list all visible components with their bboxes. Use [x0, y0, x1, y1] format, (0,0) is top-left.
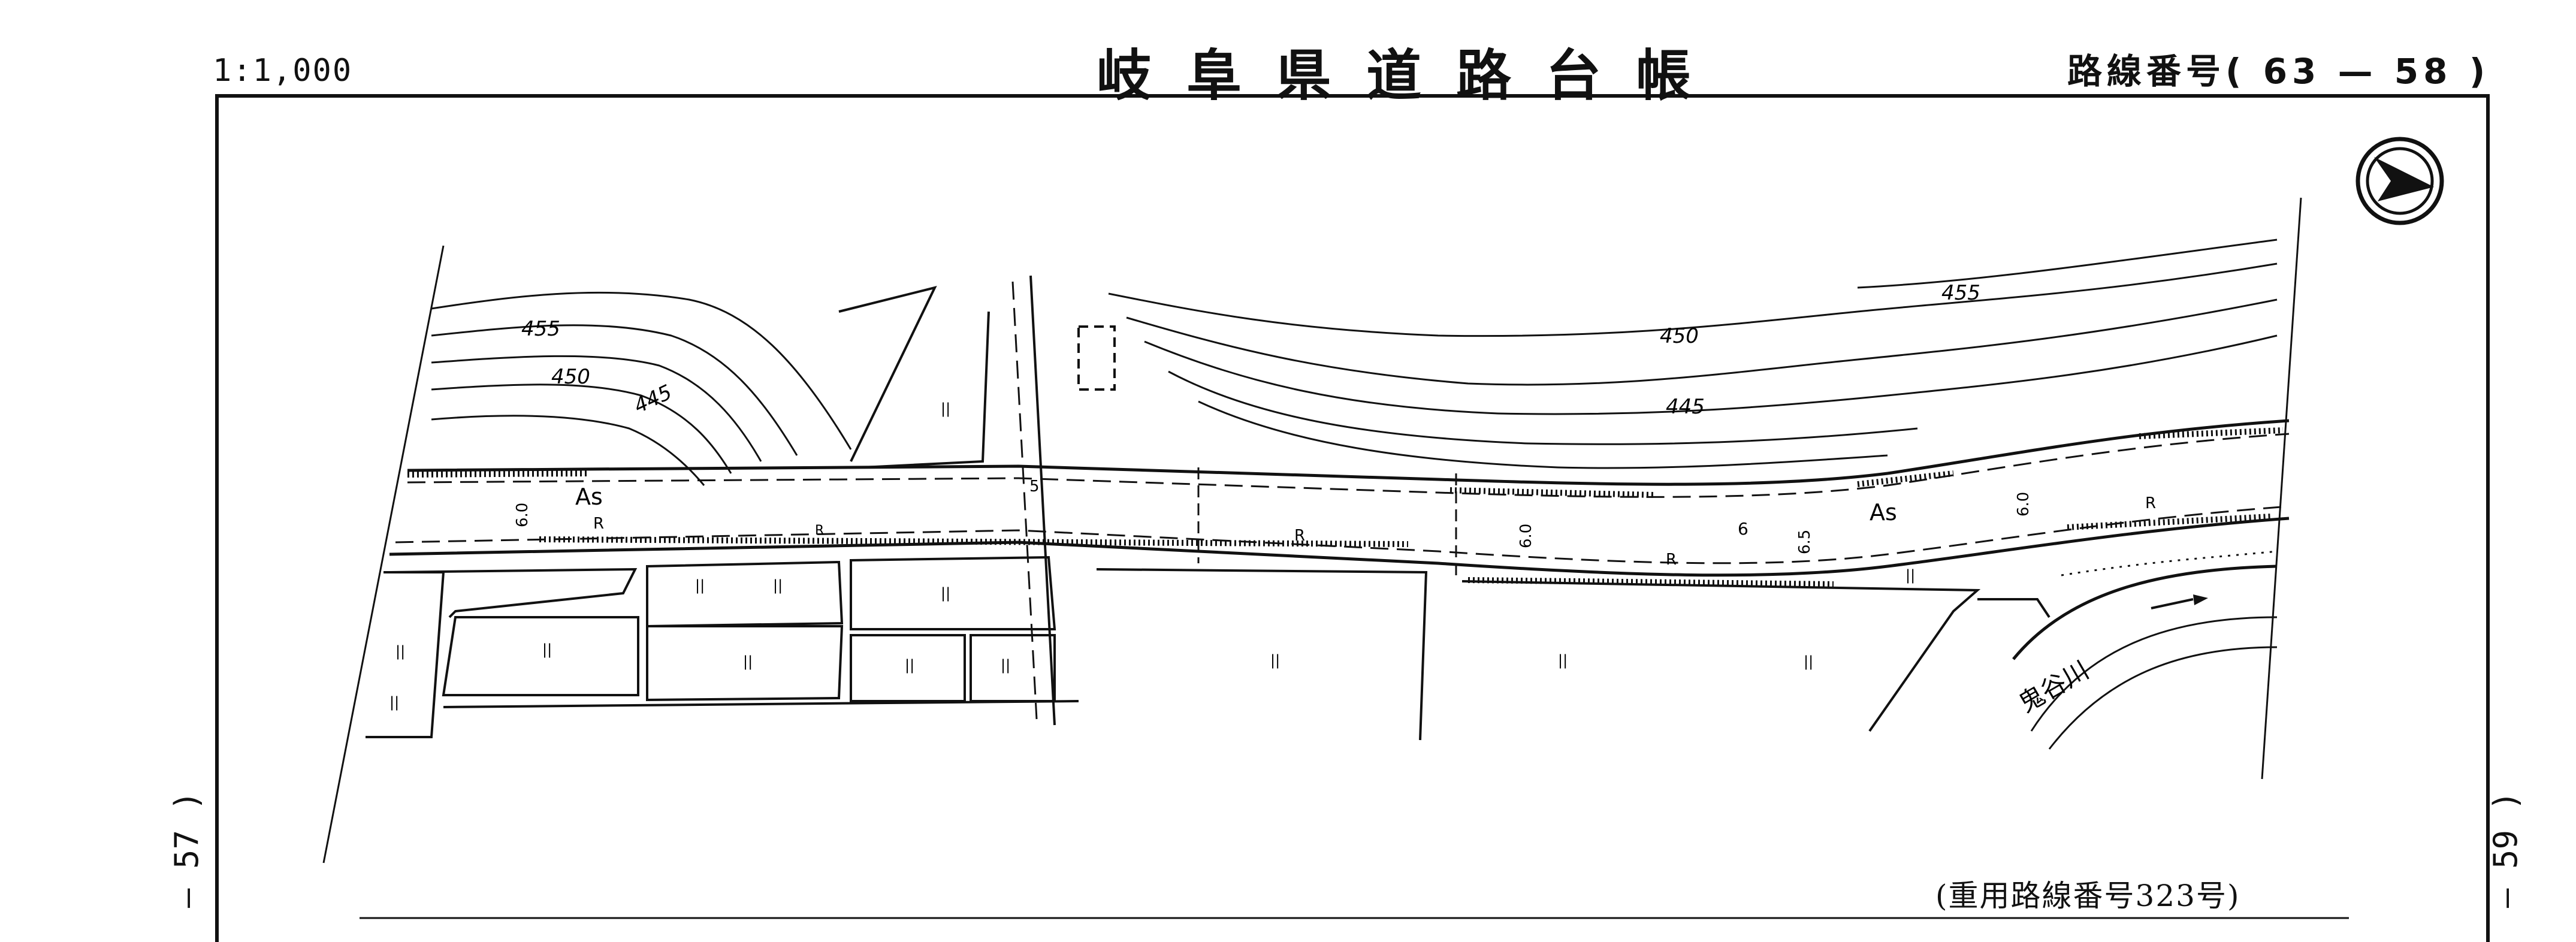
flow-arrow-icon	[2151, 594, 2208, 609]
road-mark: R	[815, 523, 824, 538]
field-mark: ||	[389, 694, 399, 711]
field-mark: ||	[542, 641, 552, 658]
contour-label: 455	[1941, 281, 1980, 305]
pavement-label: As	[575, 484, 603, 510]
field-mark: ||	[941, 400, 950, 417]
road-mark: R	[1666, 551, 1677, 569]
page-number-left-text: — 57 )	[168, 791, 206, 908]
field-mark: ||	[1905, 567, 1915, 584]
main-road	[389, 275, 2290, 726]
width-label: 6	[1738, 519, 1748, 539]
page-number-left: — 57 )	[168, 791, 210, 935]
river-banks	[2012, 550, 2278, 750]
contour-label: 450	[551, 365, 590, 389]
left-boundary-line	[322, 245, 445, 864]
curb-hatching	[407, 427, 2284, 587]
map-frame	[215, 94, 2490, 942]
field-mark: ||	[743, 653, 753, 670]
width-label: 6.0	[1517, 524, 1535, 548]
road-mark: R	[2145, 494, 2156, 512]
road-mark: R	[1294, 527, 1305, 545]
contour-label: 445	[1666, 395, 1705, 419]
parcel-lines	[366, 286, 2050, 741]
field-mark: ||	[905, 657, 914, 674]
pavement-label: As	[1870, 499, 1897, 526]
right-boundary-line	[2261, 197, 2302, 780]
contour-label: 450	[1660, 324, 1699, 348]
width-label: 6.0	[514, 503, 531, 527]
contour-label: 445	[630, 380, 676, 418]
field-marks: || || || || || || || || || || || || || |…	[389, 400, 1915, 711]
river-name: 鬼谷川	[2014, 655, 2094, 718]
page-number-right-text: — 59 )	[2487, 791, 2524, 908]
route-number: 路線番号( 63 — 58 )	[2067, 51, 2490, 92]
overlap-route-note: (重用路線番号323号)	[1935, 878, 2240, 913]
field-mark: ||	[395, 643, 405, 660]
field-mark: ||	[1001, 657, 1010, 674]
scale-label: 1:1,000	[213, 53, 353, 89]
width-label: 6.5	[1796, 530, 1814, 554]
field-mark: ||	[773, 577, 783, 594]
page-number-right: — 59 )	[2487, 791, 2529, 935]
road-mark: R	[593, 515, 604, 533]
width-label: 5	[1029, 478, 1040, 496]
contour-label: 455	[521, 317, 560, 341]
field-mark: ||	[695, 577, 705, 594]
north-arrow-icon	[2355, 137, 2444, 225]
field-mark: ||	[1558, 652, 1568, 669]
field-mark: ||	[1270, 652, 1280, 669]
contour-lines	[431, 238, 2278, 486]
field-mark: ||	[1804, 653, 1813, 670]
width-label: 6.0	[2015, 492, 2033, 517]
field-mark: ||	[941, 585, 950, 602]
